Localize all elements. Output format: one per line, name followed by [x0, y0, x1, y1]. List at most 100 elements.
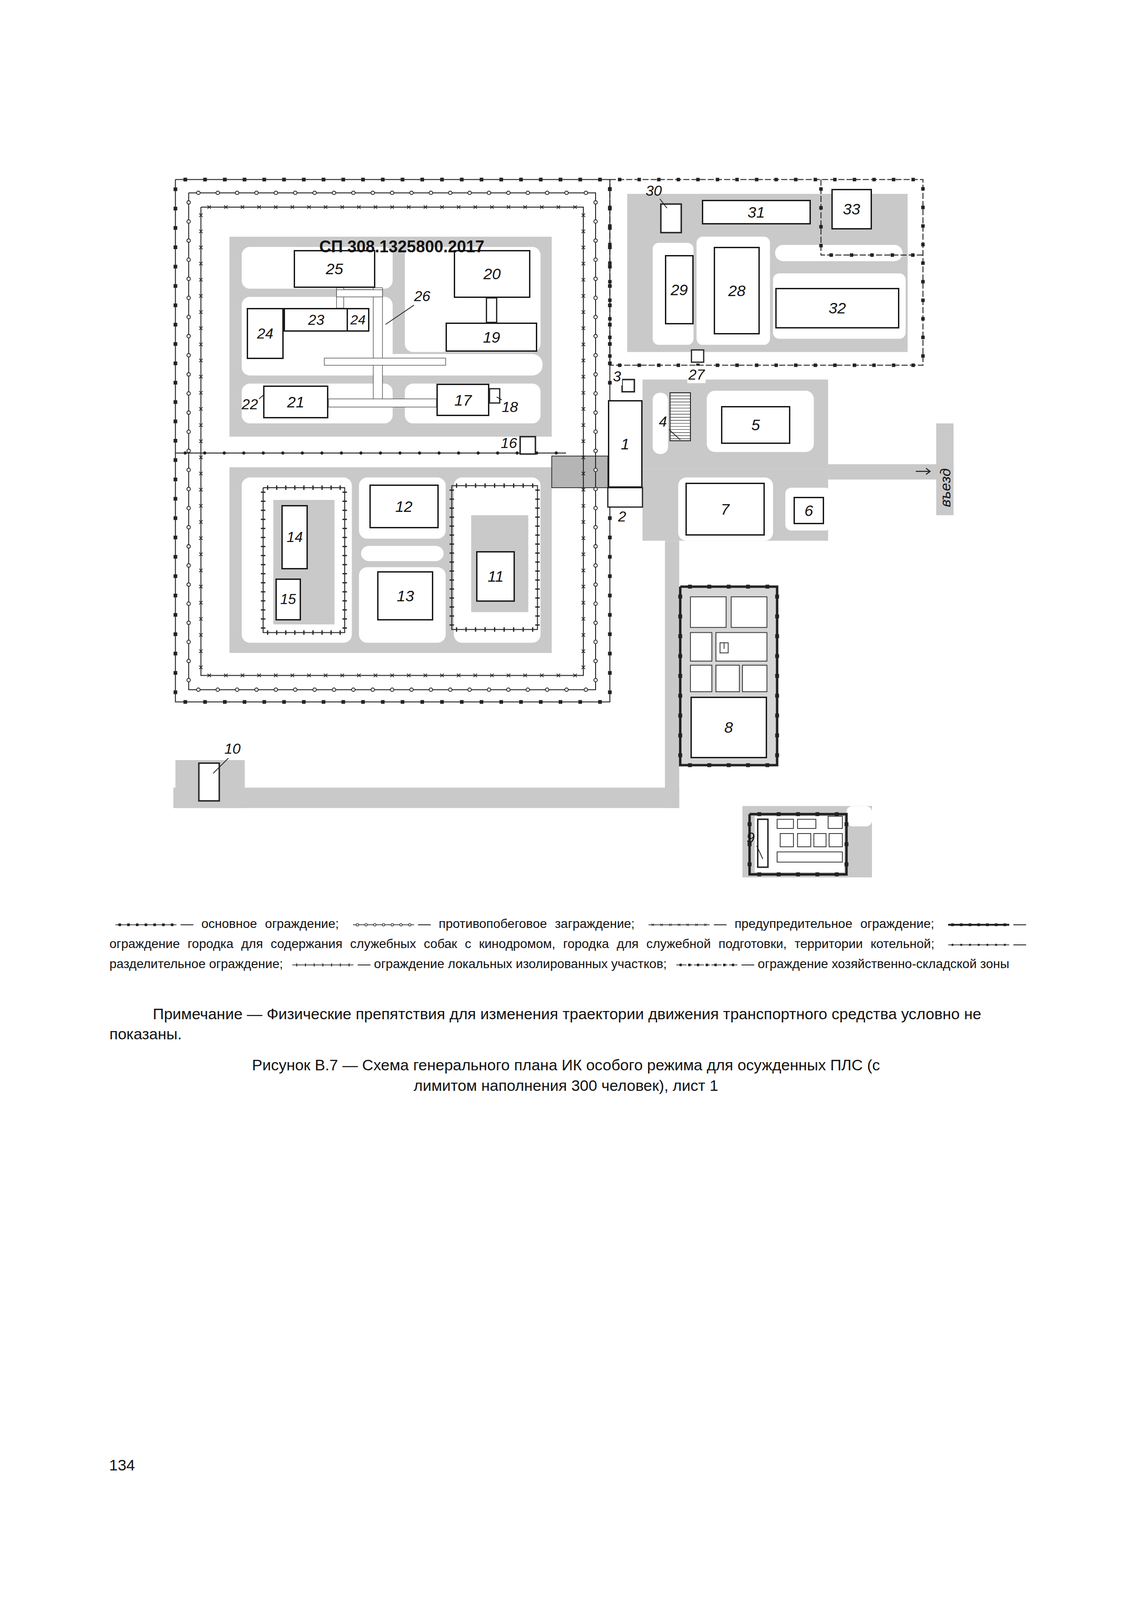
fence-post	[951, 923, 955, 926]
fence-post	[515, 451, 519, 455]
fence-post	[921, 186, 925, 191]
fence-post	[578, 177, 582, 182]
fence-tick	[535, 489, 540, 491]
fence-tick	[260, 536, 266, 539]
fence-tick	[535, 525, 540, 527]
fence-line	[680, 586, 778, 765]
fence-post	[696, 963, 700, 966]
stair-step	[669, 422, 691, 424]
fence-cross	[581, 552, 586, 556]
fence-cross	[423, 673, 428, 678]
fence-post	[400, 700, 405, 704]
fence-post	[274, 687, 278, 692]
fence-post	[235, 191, 239, 195]
fence-post	[545, 687, 550, 692]
fence-post	[186, 487, 191, 491]
fence-post	[186, 257, 191, 262]
fence-post	[399, 923, 402, 926]
fence-cross	[307, 673, 312, 678]
fence-post	[173, 496, 178, 501]
fence-cross	[199, 326, 203, 331]
fence-tick	[535, 624, 540, 626]
fence-cross	[539, 673, 544, 678]
fence-cross	[223, 205, 228, 209]
fence-tick	[321, 630, 323, 635]
fence-tick	[303, 630, 305, 635]
fence-post	[459, 177, 464, 182]
fence-tick	[260, 591, 266, 593]
fence-post	[593, 525, 598, 530]
fence-post	[262, 177, 266, 182]
cell	[829, 833, 843, 847]
fence-cross	[581, 407, 586, 411]
fence-cross	[581, 568, 586, 573]
stair-step	[669, 425, 691, 427]
fence-post	[775, 653, 779, 658]
building-number: 25	[325, 260, 345, 277]
fence-post	[420, 177, 425, 182]
fence-tick	[342, 627, 348, 629]
building-number: 32	[827, 300, 847, 316]
fence-tick	[535, 615, 540, 617]
fence-post	[222, 451, 226, 455]
ground	[229, 466, 552, 653]
white-block	[773, 273, 906, 339]
building: 33	[831, 188, 872, 230]
fence-post	[183, 451, 187, 455]
fence-line	[609, 179, 924, 366]
building-number: 24	[256, 326, 275, 341]
fence-line	[820, 179, 924, 255]
fence-cross	[556, 673, 561, 678]
fence-tick	[267, 485, 269, 490]
building-number: 17	[453, 392, 473, 408]
fence-post	[731, 963, 735, 966]
fence-post	[564, 687, 569, 692]
fence-cross	[240, 205, 245, 209]
fence-post	[171, 923, 174, 926]
stair-step	[669, 401, 691, 403]
legend-text: — предупредительное ограждение;	[713, 916, 934, 931]
fence-post	[186, 639, 191, 644]
legend-text: — основное ограждение;	[180, 916, 339, 931]
fence-tick	[260, 581, 266, 584]
fence-line	[263, 487, 345, 633]
fence-cross	[581, 536, 586, 540]
fence-cross	[199, 617, 203, 621]
gallery	[336, 289, 383, 297]
fence-post	[186, 525, 191, 530]
fence-tick	[312, 485, 314, 490]
fence-post	[173, 516, 178, 520]
white-block	[241, 477, 353, 643]
fence-post	[815, 871, 820, 876]
stair-step	[669, 429, 691, 430]
legend-swatch	[351, 920, 416, 929]
building-number: 6	[803, 502, 815, 519]
fence-post	[281, 451, 285, 455]
fence-post	[977, 923, 981, 926]
fence-post	[593, 219, 598, 224]
callout-number: 30	[644, 181, 664, 200]
fence-post	[714, 963, 717, 966]
leader-line	[212, 757, 229, 774]
fence-post	[968, 943, 971, 946]
fence-post	[173, 303, 178, 307]
fence-tick	[342, 518, 348, 520]
small-building	[622, 379, 635, 392]
fence-cross	[199, 374, 203, 379]
fence-tick	[535, 552, 540, 554]
white-block	[678, 477, 774, 541]
fence-post	[892, 177, 896, 182]
building-number: 14	[285, 529, 304, 545]
fence-post	[593, 544, 598, 549]
fence-post	[921, 224, 925, 229]
fence-post	[593, 295, 598, 300]
fence-post	[593, 257, 598, 262]
fence-cross	[240, 673, 245, 678]
fence-post	[380, 177, 385, 182]
fence-post	[235, 687, 239, 692]
callout-number: 22	[240, 394, 260, 413]
fence-post	[564, 191, 569, 195]
callout-number: 18	[500, 398, 519, 416]
legend-swatch	[290, 960, 355, 969]
fence-post	[173, 284, 178, 288]
